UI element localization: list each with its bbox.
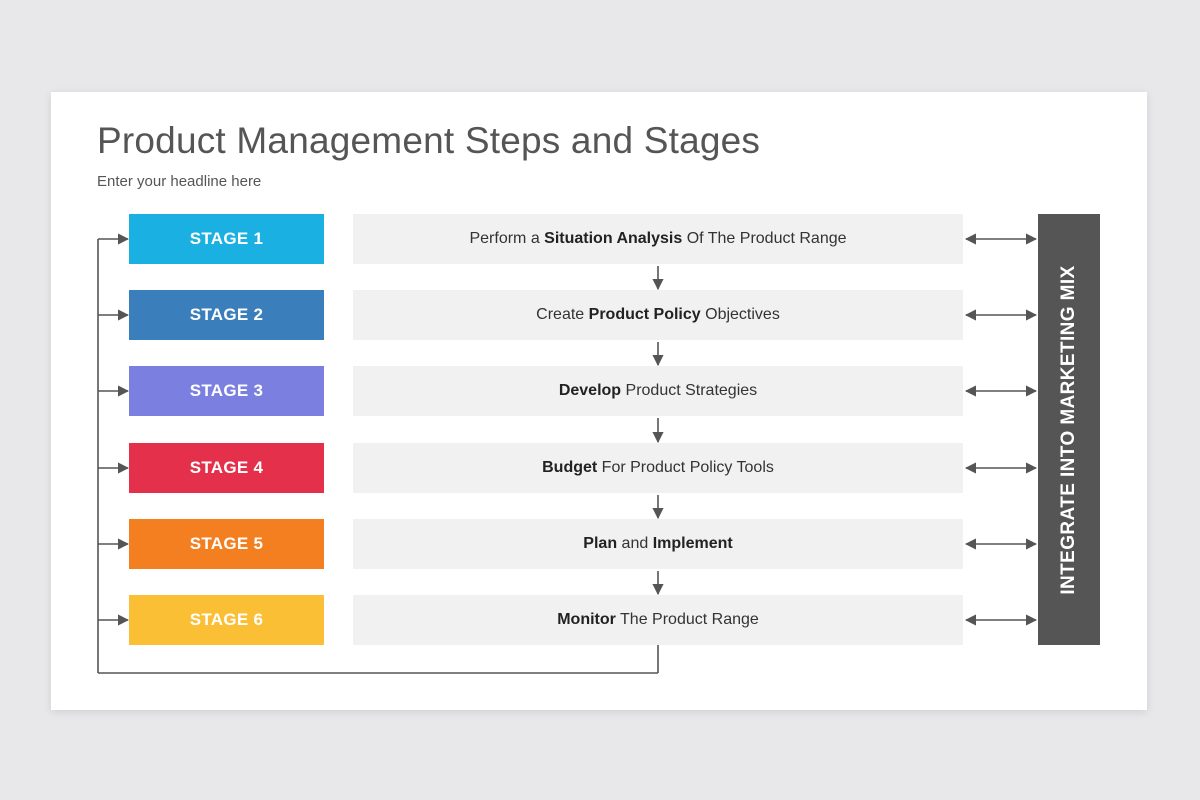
integrate-marketing-mix-bar: INTEGRATE INTO MARKETING MIX: [1038, 214, 1100, 645]
step-5-text-plain: and: [617, 535, 653, 552]
step-2-text-plain: Create: [536, 306, 589, 323]
step-6-text-bold: Monitor: [557, 611, 616, 628]
step-5-text-bold: Implement: [652, 535, 733, 552]
step-6-text-plain: The Product Range: [615, 611, 759, 628]
stage-3-box: STAGE 3: [129, 366, 324, 416]
stage-6-box: STAGE 6: [129, 595, 324, 645]
step-1-text-bold: Situation Analysis: [544, 230, 683, 247]
stage-6-label: STAGE 6: [189, 610, 264, 629]
step-6-box: Monitor The Product Range: [353, 595, 963, 645]
stage-4-label: STAGE 4: [189, 458, 264, 477]
step-5-text-bold: Plan: [583, 535, 618, 552]
stage-5-box: STAGE 5: [129, 519, 324, 569]
step-3-text-plain: Product Strategies: [621, 382, 758, 399]
step-3-box: Develop Product Strategies: [353, 366, 963, 416]
stage-5-label: STAGE 5: [189, 534, 264, 553]
step-3-text-bold: Develop: [558, 382, 622, 399]
stage-2-label: STAGE 2: [189, 305, 264, 324]
page-subtitle: Enter your headline here: [97, 173, 262, 190]
step-1-text-plain: Of The Product Range: [682, 230, 847, 247]
step-5-box: Plan and Implement: [353, 519, 963, 569]
step-2-text-bold: Product Policy: [588, 306, 701, 323]
page-title: Product Management Steps and Stages: [97, 120, 761, 161]
stage-2-box: STAGE 2: [129, 290, 324, 340]
stage-1-box: STAGE 1: [129, 214, 324, 264]
stage-4-box: STAGE 4: [129, 443, 324, 493]
step-4-box: Budget For Product Policy Tools: [353, 443, 963, 493]
step-2-text-plain: Objectives: [700, 306, 780, 323]
stage-1-label: STAGE 1: [189, 229, 264, 248]
step-1-box: Perform a Situation Analysis Of The Prod…: [353, 214, 963, 264]
stage-3-label: STAGE 3: [189, 381, 264, 400]
step-1-text-plain: Perform a: [469, 230, 545, 247]
step-4-text-plain: For Product Policy Tools: [597, 459, 774, 476]
step-2-box: Create Product Policy Objectives: [353, 290, 963, 340]
step-4-text-bold: Budget: [542, 459, 598, 476]
